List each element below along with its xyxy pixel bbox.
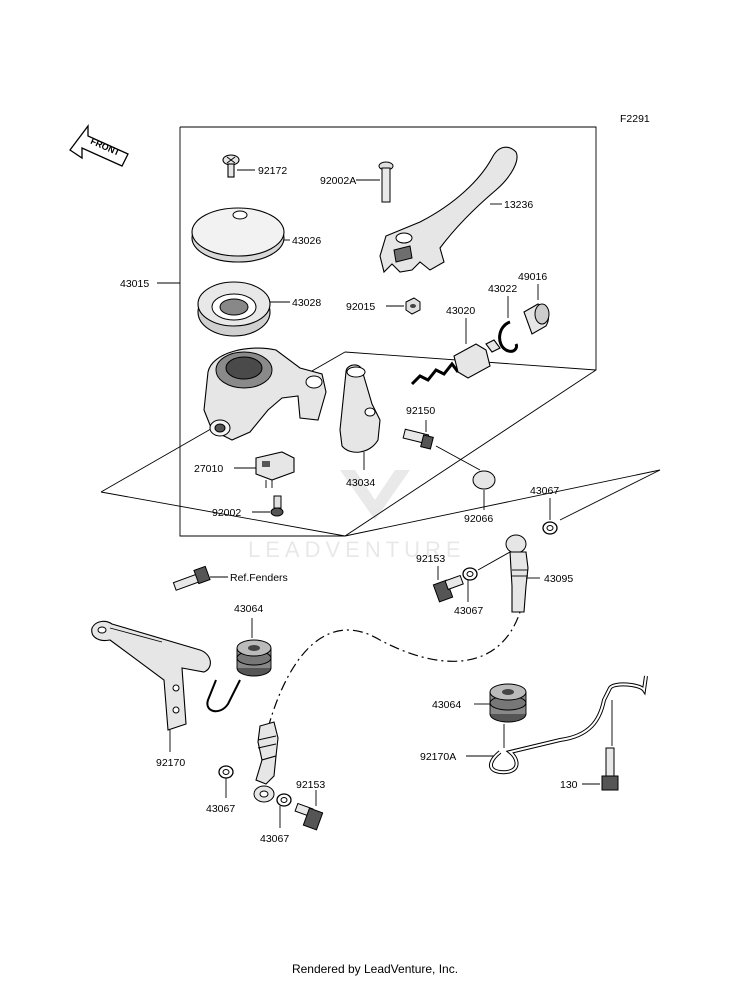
stay-92170A — [466, 675, 648, 775]
grommet-43064-a — [236, 618, 272, 677]
label-43064-b: 43064 — [432, 699, 461, 711]
label-43022: 43022 — [488, 283, 517, 295]
label-92153-a: 92153 — [416, 553, 445, 565]
switch-27010 — [234, 451, 295, 488]
bolt-92150 — [402, 420, 481, 471]
diaphragm-43028 — [197, 281, 290, 337]
label-43095: 43095 — [544, 573, 573, 585]
label-92170A: 92170A — [420, 751, 456, 763]
label-130: 130 — [560, 779, 578, 791]
washer-43067-d — [276, 793, 292, 828]
guide-washer-fitting — [477, 551, 511, 571]
master-cylinder-body — [203, 347, 327, 441]
label-43028: 43028 — [292, 297, 321, 309]
svg-text:LEADVENTURE: LEADVENTURE — [248, 537, 466, 562]
washer-43067-c — [218, 765, 234, 798]
label-43067-d: 43067 — [260, 833, 289, 845]
label-92002: 92002 — [212, 507, 241, 519]
dust-boot-49016 — [523, 284, 550, 335]
label-92015: 92015 — [346, 301, 375, 313]
figure-code: F2291 — [620, 113, 650, 125]
reservoir-cap-43026 — [191, 207, 290, 263]
label-92172: 92172 — [258, 165, 287, 177]
screw-92172 — [222, 154, 255, 178]
label-43020: 43020 — [446, 305, 475, 317]
label-92066: 92066 — [464, 513, 493, 525]
washer-43067-b — [462, 567, 478, 602]
cap-92066 — [472, 470, 496, 510]
label-43026: 43026 — [292, 235, 321, 247]
banjo-bolt-92153-b — [294, 790, 324, 831]
footer-credit: Rendered by LeadVenture, Inc. — [291, 962, 459, 976]
label-ref-fenders: Ref.Fenders — [230, 572, 288, 584]
label-92170: 92170 — [156, 757, 185, 769]
bolt-130 — [582, 700, 619, 791]
watermark: LEADVENTURE — [248, 470, 466, 562]
front-arrow-icon: FRONT — [69, 124, 129, 167]
label-43067-c: 43067 — [206, 803, 235, 815]
label-27010: 27010 — [194, 463, 223, 475]
label-43034: 43034 — [346, 477, 375, 489]
clamp-43034 — [339, 364, 381, 470]
nut-92015 — [386, 297, 421, 315]
label-43064-a: 43064 — [234, 603, 263, 615]
label-92150: 92150 — [406, 405, 435, 417]
guide-lines — [157, 282, 661, 537]
label-13236: 13236 — [504, 199, 533, 211]
hose-clip-left — [206, 679, 241, 713]
label-43067-b: 43067 — [454, 605, 483, 617]
circlip-43022 — [498, 296, 518, 353]
bracket-92170 — [91, 620, 211, 752]
label-92153-b: 92153 — [296, 779, 325, 791]
label-43067-a: 43067 — [530, 485, 559, 497]
screw-92002 — [252, 495, 284, 517]
grommet-43064-b — [474, 683, 527, 723]
brake-hose — [253, 611, 521, 803]
label-43015: 43015 — [120, 278, 149, 290]
brake-lever-13236 — [379, 146, 518, 274]
pivot-bolt-92002A — [356, 161, 394, 203]
piston-assembly-43020 — [410, 318, 501, 386]
banjo-bolt-92153-a — [432, 566, 464, 603]
label-92002A: 92002A — [320, 175, 356, 187]
label-49016: 49016 — [518, 271, 547, 283]
hose-fitting-43095 — [505, 534, 540, 613]
bolt-ref-fenders — [172, 565, 228, 591]
washer-43067-a — [542, 498, 558, 535]
